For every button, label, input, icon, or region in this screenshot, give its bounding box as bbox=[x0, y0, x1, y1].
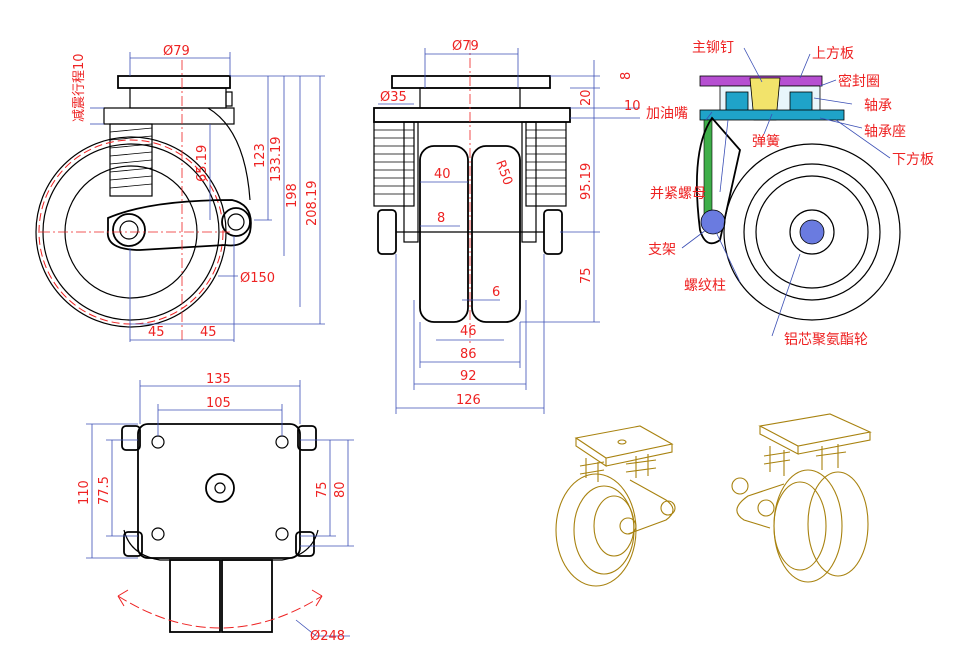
top-wheel-left bbox=[169, 559, 221, 633]
side-dim-123: 123 bbox=[253, 143, 268, 168]
section-screw-post bbox=[700, 209, 726, 235]
top-nut-tr bbox=[297, 425, 317, 451]
section-axle bbox=[799, 219, 825, 245]
side-travel-label: 减震行程10 bbox=[72, 53, 87, 122]
side-dim-198: 198 bbox=[285, 183, 300, 208]
top-dim-110: 110 bbox=[77, 480, 92, 505]
top-view: 135 105 110 77.5 75 80 Ø248 bbox=[77, 372, 354, 644]
front-nut-right bbox=[543, 209, 563, 255]
front-dim-20: 20 bbox=[579, 89, 594, 106]
front-dim-46: 46 bbox=[460, 324, 477, 339]
front-dim-35: Ø35 bbox=[380, 90, 407, 105]
top-center-hole bbox=[205, 473, 235, 503]
side-swing-arm bbox=[106, 199, 252, 251]
label-upper-plate: 上方板 bbox=[812, 46, 854, 62]
front-lower-plate bbox=[373, 107, 571, 123]
side-axle-nut bbox=[112, 213, 146, 247]
top-dimensions bbox=[86, 380, 354, 637]
section-bracket bbox=[696, 116, 741, 245]
top-wheel-right bbox=[221, 559, 273, 633]
iso-sketch-right bbox=[731, 413, 872, 583]
front-nut-left bbox=[377, 209, 397, 255]
label-lower-plate: 下方板 bbox=[892, 152, 934, 168]
front-dim-126: 126 bbox=[456, 393, 481, 408]
top-dim-248: Ø248 bbox=[310, 629, 345, 644]
front-dim-6: 6 bbox=[492, 285, 500, 300]
top-nut-br bbox=[295, 531, 315, 557]
side-dim-150: Ø150 bbox=[240, 271, 275, 286]
front-dimensions bbox=[378, 48, 640, 414]
front-dim-8: 8 bbox=[437, 211, 445, 226]
label-bearing-seat: 轴承座 bbox=[864, 124, 906, 140]
label-bearing: 轴承 bbox=[864, 98, 892, 114]
front-right-spring bbox=[525, 121, 567, 207]
front-dim-92: 92 bbox=[460, 369, 477, 384]
side-view: Ø79 减震行程10 123 133.19 198 208.19 65.19 Ø… bbox=[35, 44, 325, 342]
top-dim-75: 75 bbox=[315, 481, 330, 498]
front-wheel-right bbox=[471, 145, 521, 323]
side-dim-133: 133.19 bbox=[269, 137, 284, 183]
side-spring bbox=[109, 123, 153, 197]
side-dim-45b: 45 bbox=[200, 325, 217, 340]
front-dim-8top: 8 bbox=[619, 72, 634, 80]
front-dim-79: Ø79 bbox=[452, 39, 479, 54]
top-swing-arc bbox=[117, 595, 323, 629]
label-bracket: 支架 bbox=[648, 242, 676, 258]
side-dimensions bbox=[90, 52, 325, 342]
label-grease-nipple: 加油嘴 bbox=[646, 106, 688, 122]
front-view: Ø79 Ø35 8 20 10 40 R50 95.19 8 75 6 46 8… bbox=[373, 39, 641, 414]
top-nut-tl bbox=[121, 425, 141, 451]
section-wheel bbox=[723, 143, 901, 321]
top-dim-80: 80 bbox=[333, 481, 348, 498]
front-dim-r50: R50 bbox=[492, 158, 515, 187]
front-dim-86: 86 bbox=[460, 347, 477, 362]
side-dim-79: Ø79 bbox=[163, 44, 190, 59]
top-nut-bl bbox=[123, 531, 143, 557]
label-main-rivet: 主铆钉 bbox=[692, 40, 734, 56]
label-screw-post: 螺纹柱 bbox=[684, 278, 726, 294]
front-top-plate bbox=[391, 75, 551, 89]
front-dim-95: 95.19 bbox=[579, 163, 594, 200]
top-plate bbox=[137, 423, 301, 559]
front-left-spring bbox=[373, 121, 415, 207]
section-grease-nipple bbox=[703, 119, 713, 221]
label-wheel: 铝芯聚氨酯轮 bbox=[784, 332, 868, 348]
front-dim-75: 75 bbox=[579, 267, 594, 284]
top-dim-135: 135 bbox=[206, 372, 231, 387]
side-dim-65: 65.19 bbox=[195, 145, 210, 182]
front-wheel-left bbox=[419, 145, 469, 323]
front-dim-10: 10 bbox=[624, 99, 641, 114]
side-pivot-nut bbox=[221, 207, 251, 237]
side-lower-plate bbox=[103, 107, 235, 125]
label-spring: 弹簧 bbox=[752, 134, 780, 150]
side-dim-208: 208.19 bbox=[305, 181, 320, 227]
front-dim-40: 40 bbox=[434, 167, 451, 182]
section-view: 主铆钉 上方板 密封圈 轴承 加油嘴 弹簧 轴承座 下方板 并紧螺母 支架 螺纹… bbox=[646, 40, 934, 348]
top-dim-77: 77.5 bbox=[97, 476, 112, 505]
top-dim-105: 105 bbox=[206, 396, 231, 411]
section-leaders bbox=[681, 47, 891, 337]
side-top-plate bbox=[117, 75, 231, 89]
label-seal-ring: 密封圈 bbox=[838, 73, 880, 90]
label-lock-nut: 并紧螺母 bbox=[650, 186, 706, 202]
iso-sketch-left bbox=[555, 425, 676, 587]
side-dim-45a: 45 bbox=[148, 325, 165, 340]
